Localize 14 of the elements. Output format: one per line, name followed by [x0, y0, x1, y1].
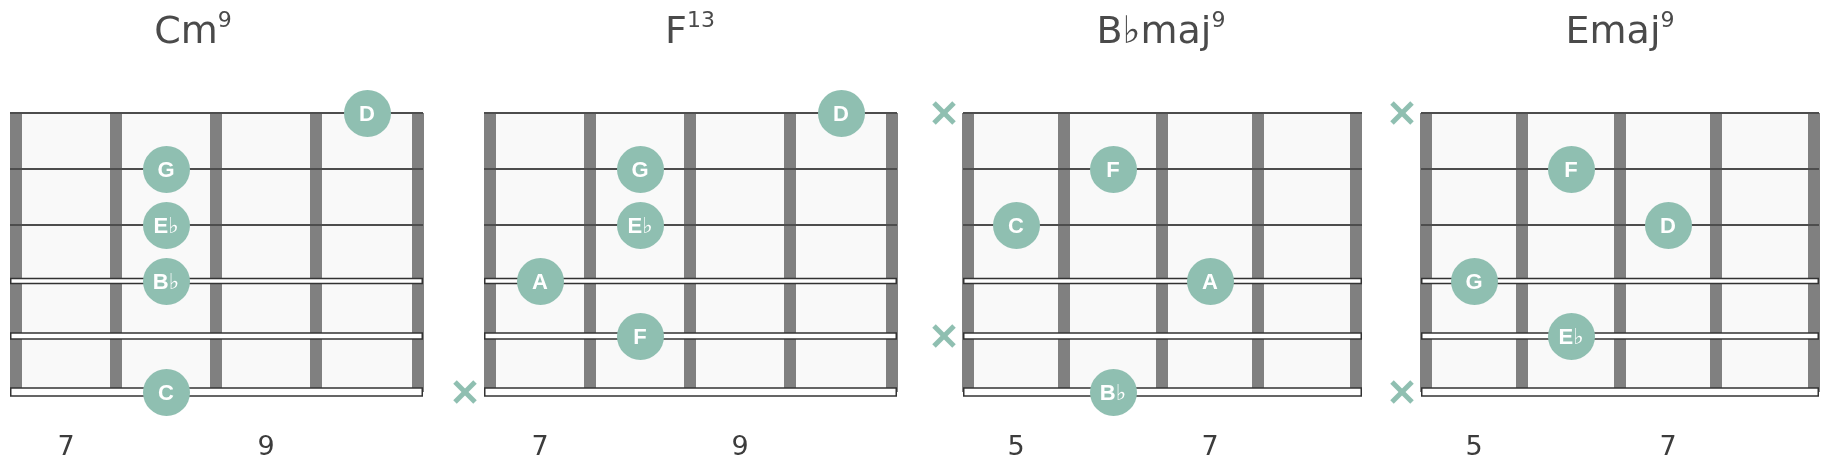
- fret-number: 7: [531, 430, 549, 462]
- chord-name: Emaj$^{9}$: [1565, 8, 1675, 52]
- fret-number: 5: [1007, 430, 1025, 462]
- chord-name: F$^{13}$: [665, 8, 715, 52]
- fret-number: 5: [1465, 430, 1483, 462]
- note-dot: D: [817, 89, 865, 137]
- fret-number: 7: [57, 430, 75, 462]
- note-dot: D: [343, 89, 391, 137]
- fret-number: 9: [731, 430, 749, 462]
- fret-number: 9: [257, 430, 275, 462]
- fret-number: 7: [1659, 430, 1677, 462]
- chord-name: B♭maj$^{9}$: [1096, 8, 1226, 52]
- fret-number: 7: [1201, 430, 1219, 462]
- chord-name: Cm$^{9}$: [154, 8, 232, 52]
